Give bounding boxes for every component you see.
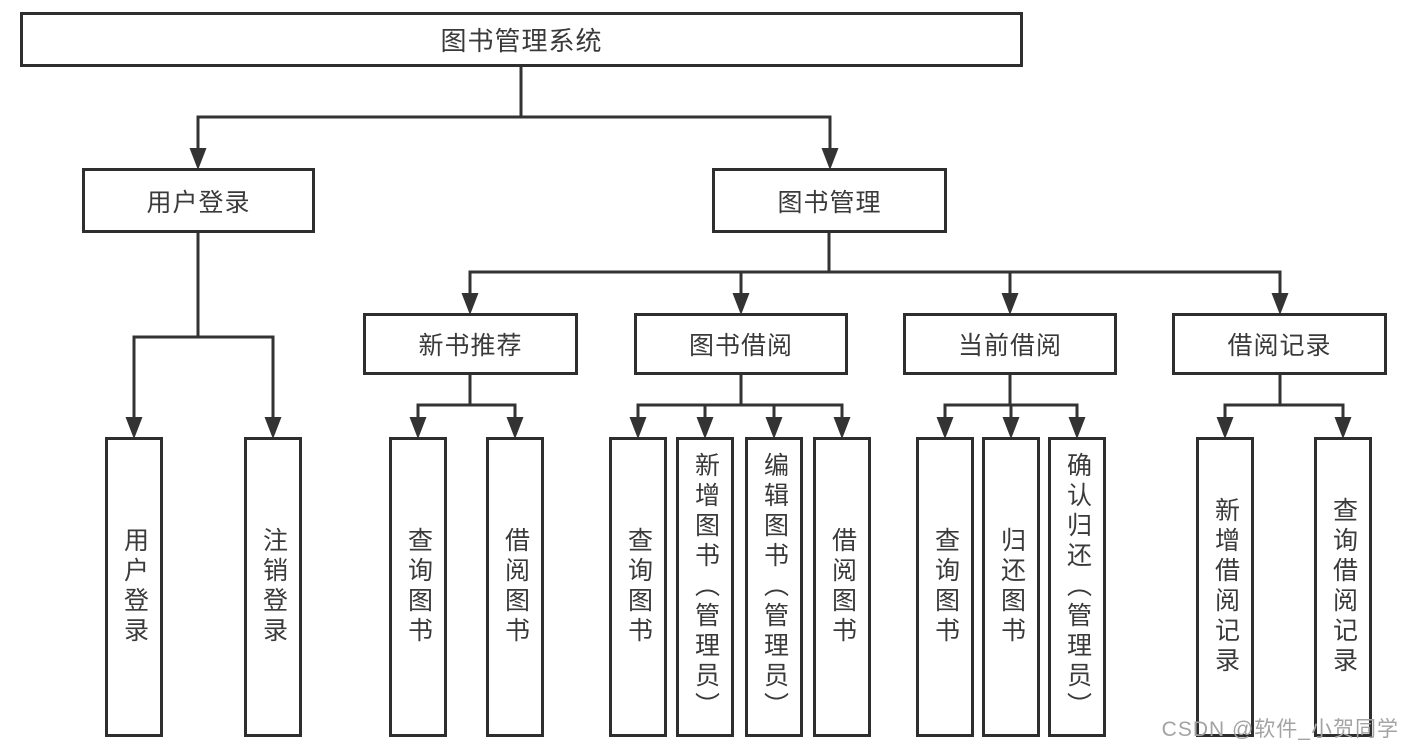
node-label: 查询图书 <box>931 527 960 647</box>
leaf-add-borrow-record: 新增借阅记录 <box>1196 437 1254 737</box>
node-label: 查询图书 <box>404 527 433 647</box>
connector-new-book-rec-children <box>409 375 524 439</box>
leaf-user-login: 用户登录 <box>105 437 163 737</box>
node-book-management: 图书管理 <box>712 168 947 233</box>
node-label: 确认归还（管理员） <box>1063 452 1092 722</box>
leaf-query-books-current: 查询图书 <box>916 437 974 737</box>
node-label: 新增借阅记录 <box>1211 497 1240 677</box>
node-label: 新书推荐 <box>418 332 523 360</box>
leaf-query-books-rec: 查询图书 <box>389 437 447 737</box>
node-label: 归还图书 <box>997 527 1026 647</box>
node-user-login: 用户登录 <box>82 168 315 233</box>
connector-book-borrow-children <box>629 375 851 439</box>
connector-borrow-records-children <box>1216 375 1352 439</box>
node-label: 用户登录 <box>146 188 251 217</box>
node-label: 图书借阅 <box>688 332 793 360</box>
leaf-add-books-admin: 新增图书（管理员） <box>676 437 734 737</box>
leaf-return-books: 归还图书 <box>982 437 1040 737</box>
node-borrowing-records: 借阅记录 <box>1172 313 1387 375</box>
connector-book-mgmt-to-level3 <box>461 233 1289 315</box>
leaf-query-borrow-record: 查询借阅记录 <box>1314 437 1372 737</box>
connector-current-borrow-children <box>936 375 1086 439</box>
connector-root-to-level2 <box>189 67 839 170</box>
leaf-edit-books-admin: 编辑图书（管理员） <box>745 437 803 737</box>
csdn-watermark: CSDN @软件_小贺同学 <box>1161 718 1399 741</box>
node-label: 借阅图书 <box>501 527 530 647</box>
node-label: 图书管理系统 <box>440 26 603 56</box>
node-book-borrowing: 图书借阅 <box>634 313 848 375</box>
leaf-confirm-return-admin: 确认归还（管理员） <box>1048 437 1106 737</box>
leaf-borrow-books: 借阅图书 <box>813 437 871 737</box>
node-label: 查询借阅记录 <box>1329 497 1358 677</box>
node-label: 借阅记录 <box>1227 332 1332 360</box>
node-label: 新增图书（管理员） <box>691 452 720 722</box>
node-label: 借阅图书 <box>828 527 857 647</box>
node-label: 用户登录 <box>120 527 149 647</box>
node-current-borrowing: 当前借阅 <box>903 313 1117 375</box>
node-library-system: 图书管理系统 <box>20 12 1023 67</box>
node-label: 注销登录 <box>259 527 288 647</box>
leaf-logout-login: 注销登录 <box>244 437 302 737</box>
node-label: 当前借阅 <box>957 332 1062 360</box>
node-new-book-recommendation: 新书推荐 <box>363 313 578 375</box>
node-label: 编辑图书（管理员） <box>760 452 789 722</box>
leaf-borrow-books-rec: 借阅图书 <box>486 437 544 737</box>
node-label: 查询图书 <box>624 527 653 647</box>
connector-user-login-children <box>125 233 282 439</box>
leaf-query-books-borrow: 查询图书 <box>609 437 667 737</box>
node-label: 图书管理 <box>777 188 882 217</box>
